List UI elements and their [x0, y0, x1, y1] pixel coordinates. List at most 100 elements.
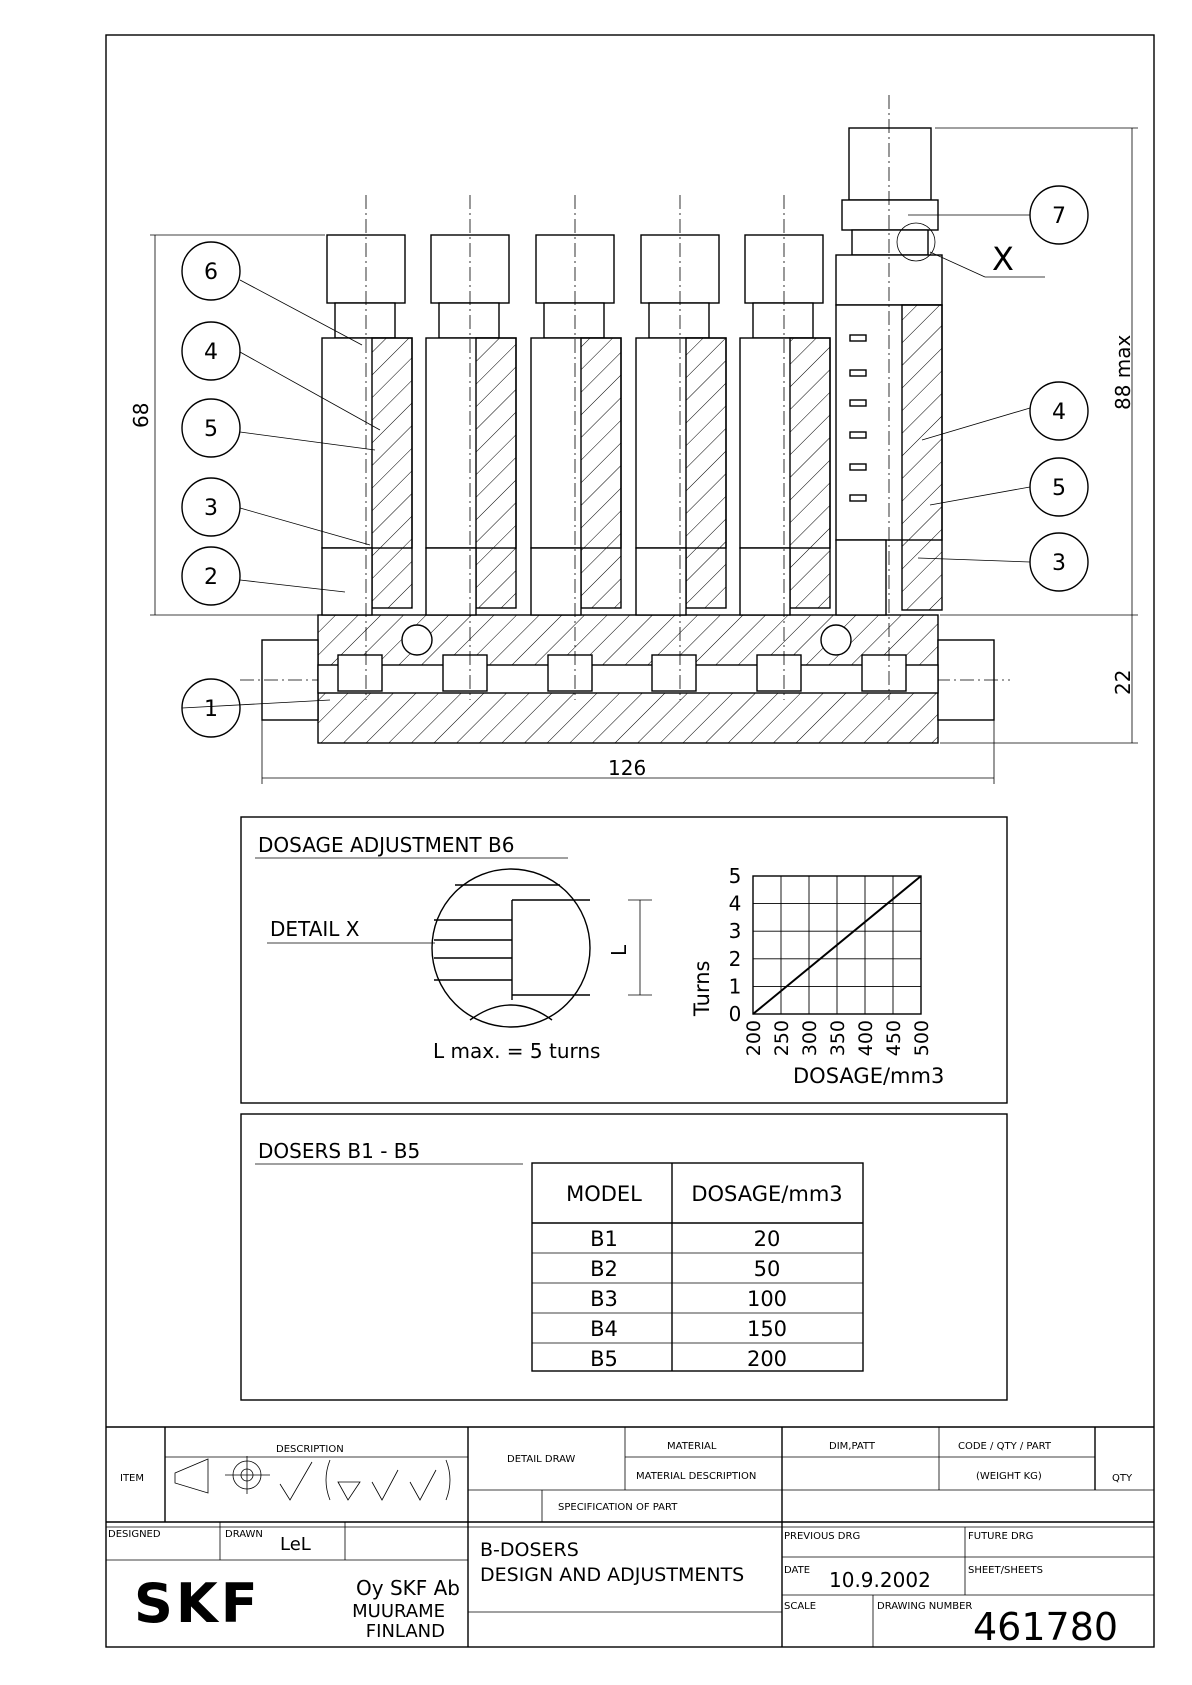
turns-vs-dosage-chart: 200 250 300 350 400 450 500 0 1 2 3 4 5TurnsDOSAGE/m… — [690, 864, 944, 1088]
chart-series-line — [752, 875, 922, 1015]
drawn-by: LeL — [280, 1534, 311, 1555]
sheet-label: SHEET/SHEETS — [968, 1565, 1043, 1576]
chart-x-tick-label: 400 — [855, 1020, 877, 1056]
dim-patt-header: DIM,PATT — [829, 1441, 876, 1452]
svg-text:7: 7 — [1052, 204, 1066, 229]
doser-unit — [739, 195, 831, 700]
svg-text:5: 5 — [204, 417, 218, 442]
chart-y-axis-label: Turns — [690, 961, 714, 1017]
chart-y-tick-label: 2 — [729, 947, 742, 971]
table-cell-model: B4 — [590, 1317, 618, 1341]
company-name: Oy SKF Ab — [356, 1576, 460, 1600]
specification-header: SPECIFICATION OF PART — [558, 1502, 678, 1513]
projection-symbol-icon — [174, 1456, 270, 1494]
item-balloon: 6 — [181, 241, 241, 301]
svg-text:1: 1 — [204, 697, 218, 722]
dosers-table: MODEL DOSAGE/mm3 B1 20 B2 50 B3 100 B4 1… — [531, 1162, 864, 1372]
chart-x-tick-label: 300 — [799, 1020, 821, 1056]
item-balloon: 5 — [1029, 457, 1089, 517]
drawing-number-label: DRAWING NUMBER — [877, 1601, 972, 1612]
table-cell-model: B2 — [590, 1257, 618, 1281]
chart-y-tick-label: 4 — [729, 892, 742, 916]
svg-text:5: 5 — [1052, 476, 1066, 501]
svg-text:6: 6 — [204, 260, 218, 285]
chart-x-axis-label: DOSAGE/mm3 — [793, 1064, 944, 1088]
dosers-panel-title: DOSERS B1 - B5 — [258, 1139, 420, 1163]
chart-y-tick-label: 5 — [729, 864, 742, 888]
dim-height-left: 68 — [129, 403, 153, 428]
dosage-panel-title: DOSAGE ADJUSTMENT B6 — [258, 833, 514, 857]
chart-y-tick-label: 0 — [729, 1002, 742, 1026]
svg-text:3: 3 — [204, 496, 218, 521]
svg-text:3: 3 — [1052, 551, 1066, 576]
chart-x-tick-label: 500 — [911, 1020, 933, 1056]
chart-x-tick-label: 200 — [743, 1020, 765, 1056]
drawn-label: DRAWN — [225, 1529, 263, 1540]
title-block: ITEM DESCRIPTION DETAIL DRAW MATERIAL DI… — [106, 1426, 1154, 1649]
item-balloon: 3 — [181, 477, 241, 537]
doser-unit — [321, 195, 413, 700]
doser-unit — [635, 195, 727, 700]
item-balloon: 1 — [181, 678, 241, 738]
drawing-title-line2: DESIGN AND ADJUSTMENTS — [480, 1564, 744, 1586]
chart-x-tick-label: 450 — [883, 1020, 905, 1056]
dosage-adjustment-panel: DOSAGE ADJUSTMENT B6 DETAIL X L L max. =… — [240, 816, 1008, 1104]
material-header: MATERIAL — [667, 1441, 717, 1452]
table-cell-dosage: 20 — [754, 1227, 781, 1251]
drawing-title-line1: B-DOSERS — [480, 1539, 579, 1561]
svg-text:2: 2 — [204, 565, 218, 590]
table-cell-model: B5 — [590, 1347, 618, 1371]
doser-unit — [530, 195, 622, 700]
item-header: ITEM — [120, 1473, 144, 1484]
table-header-model: MODEL — [566, 1182, 642, 1206]
skf-logo: SKF — [134, 1572, 261, 1635]
date-label: DATE — [784, 1565, 810, 1576]
qty-header: QTY — [1112, 1473, 1133, 1484]
l-dimension-label: L — [607, 944, 631, 956]
detail-x-view — [431, 868, 591, 1028]
item-balloon: 2 — [181, 546, 241, 606]
drawing-date: 10.9.2002 — [829, 1568, 931, 1592]
table-cell-dosage: 50 — [754, 1257, 781, 1281]
item-balloon: 3 — [1029, 532, 1089, 592]
item-balloon: 7 — [1029, 185, 1089, 245]
chart-x-tick-label: 350 — [827, 1020, 849, 1056]
surface-finish-symbol-icon — [279, 1459, 451, 1501]
scale-label: SCALE — [784, 1601, 816, 1612]
dim-height-right: 88 max — [1111, 334, 1135, 410]
svg-text:4: 4 — [1052, 400, 1066, 425]
sheet-border — [105, 34, 1155, 1648]
drawing-number: 461780 — [973, 1605, 1118, 1649]
code-qty-part-header: CODE / QTY / PART — [958, 1441, 1052, 1452]
previous-drg-label: PREVIOUS DRG — [784, 1531, 860, 1542]
table-header-dosage: DOSAGE/mm3 — [691, 1182, 842, 1206]
table-cell-model: B3 — [590, 1287, 618, 1311]
l-max-note: L max. = 5 turns — [433, 1039, 600, 1063]
detail-x-marker: X — [992, 240, 1014, 278]
table-cell-dosage: 200 — [747, 1347, 787, 1371]
assembly-drawing: 68 88 max 22 126 X 1 2 — [129, 95, 1138, 784]
chart-x-tick-label: 250 — [771, 1020, 793, 1056]
description-header: DESCRIPTION — [276, 1444, 344, 1455]
company-city: MUURAME — [352, 1601, 445, 1622]
designed-label: DESIGNED — [108, 1529, 161, 1540]
detail-x-label: DETAIL X — [270, 917, 360, 941]
item-balloon: 5 — [181, 398, 241, 458]
adjustable-doser-b6 — [835, 95, 943, 700]
dim-width: 126 — [608, 756, 646, 780]
item-balloon: 4 — [181, 321, 241, 381]
svg-text:4: 4 — [204, 340, 218, 365]
dosers-panel: DOSERS B1 - B5 MODEL DOSAGE/mm3 B1 20 B2… — [240, 1113, 1008, 1401]
table-cell-model: B1 — [590, 1227, 618, 1251]
future-drg-label: FUTURE DRG — [968, 1531, 1033, 1542]
chart-y-tick-label: 3 — [729, 919, 742, 943]
chart-y-tick-label: 1 — [729, 974, 742, 998]
detail-draw-header: DETAIL DRAW — [507, 1454, 575, 1465]
doser-unit — [425, 195, 517, 700]
table-cell-dosage: 150 — [747, 1317, 787, 1341]
dim-base-height: 22 — [1111, 670, 1135, 695]
weight-header: (WEIGHT KG) — [976, 1471, 1042, 1482]
material-description-header: MATERIAL DESCRIPTION — [636, 1471, 756, 1482]
company-country: FINLAND — [366, 1621, 445, 1642]
